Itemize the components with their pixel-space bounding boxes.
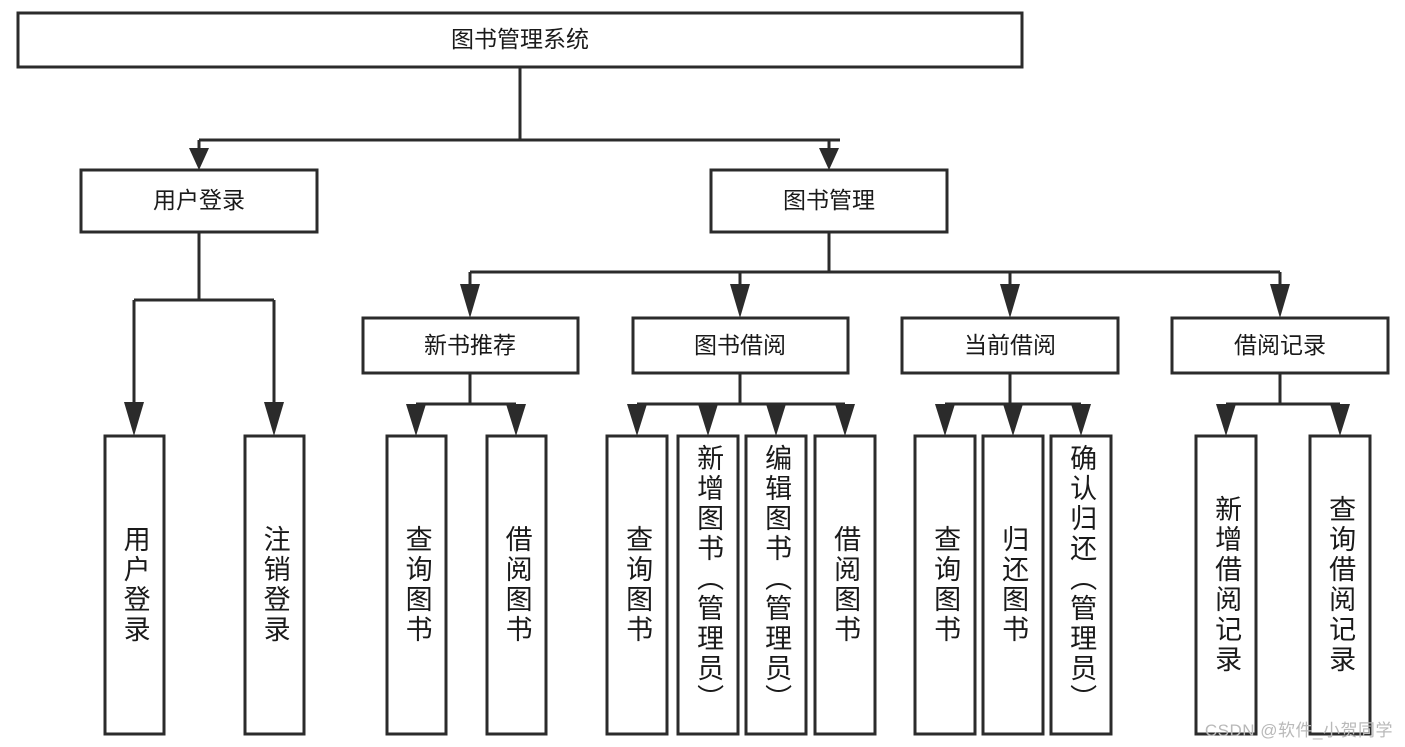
node-book-borrow-label: 图书借阅: [694, 332, 786, 358]
arrow-head-leaf-query-book-3: [935, 404, 955, 436]
connector-group-book-borrow-leaves: [627, 373, 855, 436]
node-book-management-label: 图书管理: [783, 187, 875, 213]
node-book-management-box: [709, 168, 949, 234]
connector-group-current-borrow-leaves: [935, 373, 1091, 436]
leaf-box-query-book-1[interactable]: [385, 434, 448, 736]
node-current-borrow[interactable]: 当前借阅: [900, 316, 1120, 375]
connector-group-root-to-level2: [189, 67, 840, 170]
node-root-system[interactable]: 图书管理系统: [16, 11, 1024, 69]
connector-group-new-book-leaves: [406, 373, 526, 436]
node-borrow-record[interactable]: 借阅记录: [1170, 316, 1390, 375]
node-book-borrow-box: [631, 316, 850, 375]
node-user-login-label: 用户登录: [153, 187, 245, 213]
arrow-head-book-manage: [819, 148, 839, 170]
arrow-head-leaf-query-record: [1330, 404, 1350, 436]
leaf-box-query-book-3[interactable]: [913, 434, 977, 736]
node-new-book-recommend[interactable]: 新书推荐: [361, 316, 580, 375]
arrow-head-user-login: [189, 148, 209, 170]
leaf-box-edit-book-admin[interactable]: [744, 434, 808, 736]
node-book-management[interactable]: 图书管理: [709, 168, 949, 234]
node-new-book-recommend-label: 新书推荐: [424, 332, 516, 358]
arrow-head-leaf-logout: [264, 402, 284, 436]
arrow-head-leaf-user-login: [124, 402, 144, 436]
node-borrow-record-box: [1170, 316, 1390, 375]
leaf-box-query-book-2[interactable]: [605, 434, 669, 736]
arrow-head-leaf-query-book-1: [406, 404, 426, 436]
leaf-boxes-group: [103, 434, 1372, 736]
arrow-head-leaf-return-book: [1003, 404, 1023, 436]
arrow-head-borrow-record: [1270, 284, 1290, 318]
connector-group-books-to-level3: [460, 232, 1290, 318]
node-user-login-box: [79, 168, 319, 234]
arrow-head-leaf-query-book-2: [627, 404, 647, 436]
node-current-borrow-box: [900, 316, 1120, 375]
connector-group-user-login-leaves: [124, 232, 284, 436]
csdn-watermark: CSDN @软件_小贺同学: [1204, 721, 1393, 740]
arrow-head-leaf-add-record: [1216, 404, 1236, 436]
leaf-box-logout[interactable]: [243, 434, 306, 736]
arrow-head-leaf-edit-book: [766, 404, 786, 436]
leaf-box-borrow-book-1[interactable]: [485, 434, 548, 736]
leaf-box-confirm-return-admin[interactable]: [1049, 434, 1113, 736]
node-book-borrow[interactable]: 图书借阅: [631, 316, 850, 375]
connector-group-borrow-record-leaves: [1216, 373, 1350, 436]
node-user-login[interactable]: 用户登录: [79, 168, 319, 234]
node-new-book-recommend-box: [361, 316, 580, 375]
arrow-head-current-borrow: [1000, 284, 1020, 318]
leaf-box-return-book[interactable]: [981, 434, 1045, 736]
arrow-head-leaf-add-book: [698, 404, 718, 436]
leaf-box-borrow-book-2[interactable]: [813, 434, 877, 736]
node-current-borrow-label: 当前借阅: [964, 332, 1056, 358]
arrow-head-leaf-confirm-return: [1071, 404, 1091, 436]
node-borrow-record-label: 借阅记录: [1234, 332, 1326, 358]
leaf-box-query-borrow-record[interactable]: [1308, 434, 1372, 736]
arrow-head-book-borrow: [730, 284, 750, 318]
arrow-head-leaf-borrow-book-1: [506, 404, 526, 436]
leaf-box-add-book-admin[interactable]: [676, 434, 740, 736]
leaf-box-user-login[interactable]: [103, 434, 166, 736]
leaf-box-add-borrow-record[interactable]: [1194, 434, 1258, 736]
arrow-head-leaf-borrow-book-2: [835, 404, 855, 436]
node-root-label: 图书管理系统: [451, 26, 589, 52]
node-root-box: [16, 11, 1024, 69]
arrow-head-new-book-rec: [460, 284, 480, 318]
